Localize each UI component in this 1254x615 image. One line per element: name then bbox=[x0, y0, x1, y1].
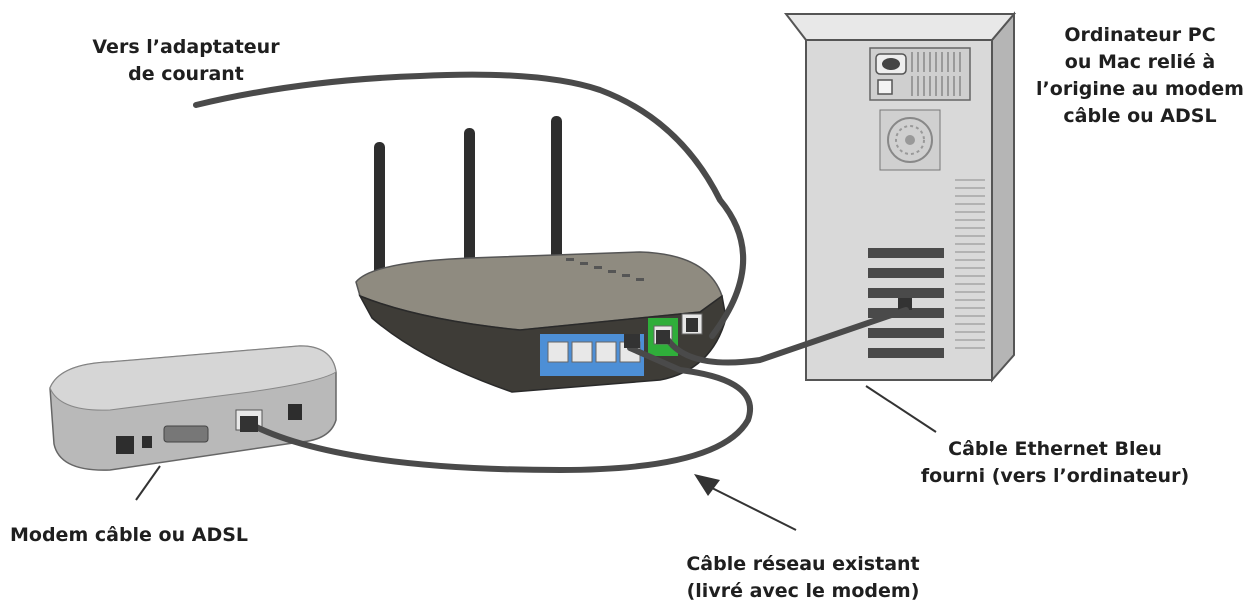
power-adapter-label: Vers l’adaptateur de courant bbox=[86, 34, 286, 88]
computer-line1: Ordinateur PC bbox=[1064, 24, 1216, 46]
network-cable-pointer bbox=[707, 485, 797, 531]
wireless-router bbox=[355, 116, 727, 393]
pointer-lines bbox=[135, 385, 937, 531]
power-adapter-line2: de courant bbox=[128, 63, 244, 85]
ethernet-cable-line2: fourni (vers l’ordinateur) bbox=[920, 465, 1190, 487]
computer-tower bbox=[783, 11, 1017, 383]
power-cable bbox=[193, 71, 747, 339]
modem-pointer bbox=[135, 465, 161, 501]
arrowhead-icon bbox=[694, 474, 720, 496]
modem-device bbox=[49, 345, 337, 471]
power-adapter-line1: Vers l’adaptateur bbox=[92, 36, 280, 58]
network-cable bbox=[247, 345, 753, 474]
ethernet-pointer bbox=[865, 385, 937, 433]
network-cable-line1: Câble réseau existant bbox=[686, 553, 920, 575]
ethernet-cable bbox=[665, 307, 909, 366]
computer-line2: ou Mac relié à bbox=[1064, 51, 1216, 73]
computer-line3: l’origine au modem bbox=[1036, 78, 1244, 100]
ethernet-cable-label: Câble Ethernet Bleu fourni (vers l’ordin… bbox=[900, 436, 1210, 490]
computer-label: Ordinateur PC ou Mac relié à l’origine a… bbox=[1030, 22, 1250, 130]
ethernet-cable-line1: Câble Ethernet Bleu bbox=[948, 438, 1162, 460]
modem-label: Modem câble ou ADSL bbox=[10, 522, 290, 549]
cables bbox=[193, 71, 909, 474]
computer-line4: câble ou ADSL bbox=[1063, 105, 1217, 127]
network-cable-line2: (livré avec le modem) bbox=[686, 580, 920, 602]
network-cable-label: Câble réseau existant (livré avec le mod… bbox=[668, 551, 938, 605]
modem-line1: Modem câble ou ADSL bbox=[10, 524, 249, 546]
